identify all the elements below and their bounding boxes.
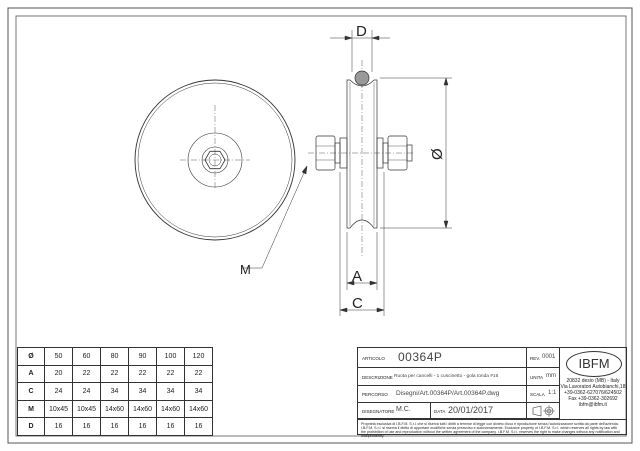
table-cell: 16 [100, 417, 129, 436]
table-cell: 50 [44, 347, 73, 366]
table-cell: 14x60 [100, 399, 129, 419]
table-cell: 22 [100, 364, 129, 384]
ibfm-logo: IBFM [566, 351, 622, 377]
table-cell: 14x60 [184, 399, 213, 419]
table-cell: 16 [44, 417, 73, 436]
unita-label: UNITA [530, 375, 544, 380]
email-line: ibfm@ibfm.it [579, 402, 607, 408]
table-cell: 22 [184, 364, 213, 384]
table-cell: 80 [100, 347, 129, 366]
label-m: M [240, 262, 251, 277]
articolo-label: ARTICOLO [362, 356, 385, 361]
rev-value: 0001 [542, 354, 556, 360]
row-header: M [17, 399, 45, 419]
disclaimer-text: Proprietà esclusiva di I.B.F.M. S.r.l. c… [358, 419, 626, 440]
inner-border [15, 15, 627, 437]
articolo-value: 00364P [398, 350, 443, 364]
table-cell: 16 [128, 417, 157, 436]
disegnatore-label: DISEGNATORE [362, 409, 395, 414]
left-nut [315, 135, 336, 171]
label-c: C [352, 295, 363, 312]
row-disegnatore: DISEGNATORE M.C. DATA 20/01/2017 [358, 403, 526, 419]
row-articolo: ARTICOLO 00364P [358, 348, 526, 368]
table-cell: 22 [72, 364, 101, 384]
address-line: 20832 desio (MB) - Italy [566, 378, 620, 384]
title-block: ARTICOLO 00364P DESCRIZIONE Ruota per ca… [357, 347, 627, 438]
projection-symbol [527, 403, 559, 419]
side-view [308, 60, 415, 258]
table-cell: 90 [128, 347, 157, 366]
wheel-profile [346, 79, 378, 229]
row-header: D [17, 417, 45, 436]
table-cell: 34 [184, 382, 213, 401]
table-cell: 10x45 [72, 399, 101, 419]
rev-label: REV. [530, 356, 541, 361]
scala-value: 1:1 [548, 390, 557, 396]
phone-line: +39-0362-627076/624502 [564, 390, 622, 396]
scala-label: SCALA [530, 392, 545, 397]
table-cell: 34 [156, 382, 185, 401]
table-cell: 120 [184, 347, 213, 366]
table-cell: 24 [72, 382, 101, 401]
bolt-end [406, 144, 413, 162]
table-cell: 20 [44, 364, 73, 384]
table-cell: 14x60 [156, 399, 185, 419]
row-descrizione: DESCRIZIONE Ruota per cancelli - 1 cusci… [358, 368, 526, 386]
table-cell: 24 [44, 382, 73, 401]
dimensions [242, 30, 452, 316]
label-a: A [352, 268, 362, 285]
table-cell: 16 [184, 417, 213, 436]
descrizione-value: Ruota per cancelli - 1 cuscinetto - gola… [394, 374, 499, 379]
descrizione-label: DESCRIZIONE [362, 375, 393, 380]
label-diameter: Ø [429, 148, 446, 160]
table-cell: 16 [156, 417, 185, 436]
data-value: 20/01/2017 [448, 405, 494, 415]
company-address: 20832 desio (MB) - Italy Via Lavoratori … [556, 378, 630, 408]
logo-area: IBFM 20832 desio (MB) - Italy Via Lavora… [560, 348, 626, 419]
wheel-outer-circle [134, 79, 296, 241]
wheel-rim-circle [137, 82, 293, 238]
percorso-label: PERCORSO [362, 392, 388, 397]
table-cell: 22 [128, 364, 157, 384]
rod-section [354, 70, 370, 86]
percorso-value: Disegni/Art.00364P/Art.00364P.dwg [396, 390, 500, 397]
row-rev: REV. 0001 [527, 348, 559, 368]
row-header: Ø [17, 347, 45, 366]
first-angle-projection-icon [532, 405, 555, 417]
table-cell: 34 [128, 382, 157, 401]
table-cell: 34 [100, 382, 129, 401]
table-cell: 22 [156, 364, 185, 384]
label-d: D [356, 23, 367, 40]
row-scala: SCALA 1:1 [527, 386, 559, 403]
sheet-border [7, 7, 633, 444]
row-header: A [17, 364, 45, 384]
row-unita: UNITA mm [527, 368, 559, 386]
data-label: DATA [434, 409, 446, 414]
disegnatore-value: M.C. [396, 406, 411, 413]
table-cell: 60 [72, 347, 101, 366]
front-view [134, 79, 296, 241]
row-header: C [17, 382, 45, 401]
table-cell: 10x45 [44, 399, 73, 419]
table-cell: 16 [72, 417, 101, 436]
row-percorso: PERCORSO Disegni/Art.00364P/Art.00364P.d… [358, 386, 526, 403]
table-cell: 100 [156, 347, 185, 366]
unita-value: mm [546, 373, 556, 379]
fax-line: Fax +39-0362-302692 [568, 396, 618, 402]
address-line: Via Lavoratori Autobianchi,18 [560, 384, 626, 390]
table-cell: 14x60 [128, 399, 157, 419]
